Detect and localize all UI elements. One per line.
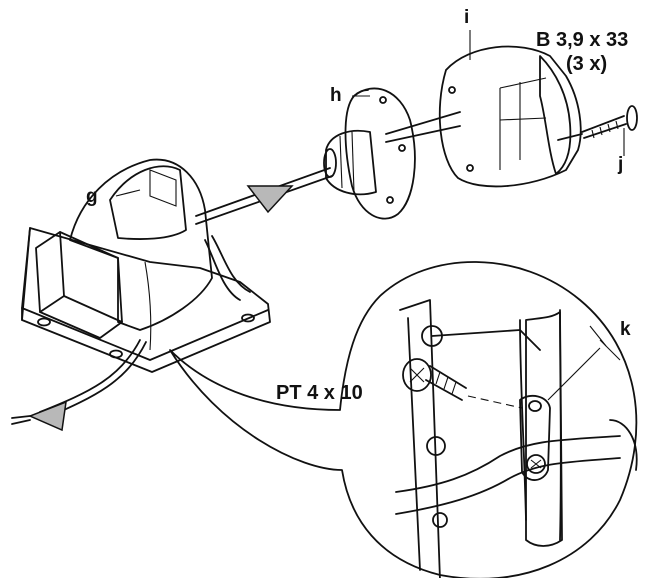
label-screw-b-qty: (3 x) <box>566 53 608 75</box>
label-screw-pt: PT 4 x 10 <box>276 382 363 404</box>
label-g: g <box>86 186 98 207</box>
cable-direction-arrow <box>11 400 67 432</box>
label-h: h <box>330 85 342 106</box>
mount-hole <box>109 349 123 359</box>
cable-direction-arrow <box>246 185 294 214</box>
mount-hole <box>37 317 51 327</box>
leader-line-k <box>547 347 601 401</box>
label-j: j <box>618 154 624 175</box>
leader-line-g <box>115 189 141 197</box>
label-i: i <box>464 7 470 28</box>
screw-j <box>557 105 638 141</box>
base-housing-g <box>21 158 271 373</box>
cover-i <box>438 45 582 188</box>
flange-h <box>323 87 461 220</box>
mount-hole <box>241 313 255 323</box>
detail-callout <box>169 261 638 578</box>
label-screw-b: B 3,9 x 33 <box>536 29 629 51</box>
label-k: k <box>620 319 631 340</box>
